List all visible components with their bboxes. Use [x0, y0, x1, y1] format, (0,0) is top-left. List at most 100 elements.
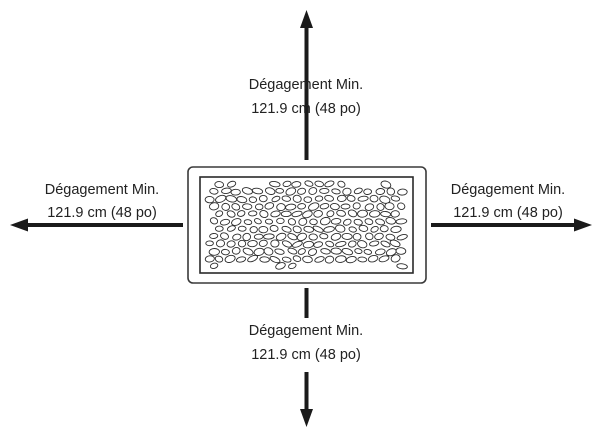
- stone: [270, 210, 281, 218]
- stone: [231, 203, 241, 211]
- stone: [335, 255, 347, 263]
- stone: [263, 233, 275, 240]
- stone: [364, 218, 374, 225]
- stone: [380, 240, 391, 248]
- arrow-left: [10, 218, 183, 232]
- stone: [302, 240, 315, 249]
- stone: [369, 194, 379, 203]
- stone: [248, 196, 258, 203]
- stone: [292, 240, 303, 248]
- stone: [380, 180, 392, 189]
- stone: [335, 224, 346, 233]
- stone: [379, 195, 391, 204]
- stone: [336, 209, 346, 217]
- stone: [390, 254, 401, 263]
- stone: [274, 248, 285, 255]
- stone: [324, 180, 335, 188]
- stone: [215, 194, 227, 203]
- stone: [226, 240, 236, 248]
- stone: [395, 218, 408, 225]
- stone: [247, 240, 258, 248]
- stone: [331, 188, 341, 195]
- stone: [340, 203, 351, 210]
- stone: [280, 210, 292, 218]
- fire-pit-stones: [204, 180, 408, 270]
- stone: [352, 202, 361, 210]
- stone: [312, 225, 324, 233]
- stone: [395, 247, 407, 255]
- stone: [248, 210, 258, 217]
- stone: [276, 217, 285, 225]
- stone: [357, 195, 369, 202]
- stone: [227, 180, 237, 188]
- stone: [285, 203, 297, 211]
- stone: [208, 248, 220, 256]
- stone: [237, 210, 246, 217]
- stone: [378, 255, 390, 263]
- stone: [231, 247, 241, 255]
- stone: [254, 203, 264, 211]
- stone: [341, 247, 354, 256]
- stone: [275, 262, 286, 270]
- stone: [363, 248, 372, 255]
- stone: [264, 218, 274, 225]
- stone: [226, 210, 236, 218]
- arrow-down: [300, 288, 313, 427]
- stone: [357, 209, 368, 218]
- stone: [251, 187, 264, 195]
- stone: [236, 196, 248, 204]
- stone: [303, 225, 315, 233]
- stone: [205, 240, 214, 247]
- stone: [241, 187, 253, 195]
- stone: [375, 248, 386, 256]
- stone: [225, 195, 238, 203]
- stone: [287, 233, 298, 241]
- stone: [242, 232, 252, 242]
- stone: [369, 240, 380, 247]
- stone: [390, 210, 400, 218]
- stone: [263, 247, 274, 256]
- stone: [307, 248, 318, 256]
- stone: [308, 233, 318, 241]
- stone: [379, 225, 389, 233]
- stone: [308, 187, 318, 195]
- stone: [269, 224, 279, 232]
- stone: [330, 232, 342, 241]
- clearance-bottom-value: 121.9 cm (48 po): [251, 347, 361, 363]
- stone: [396, 263, 408, 270]
- stone: [375, 218, 386, 226]
- stone: [292, 255, 302, 262]
- stone: [247, 254, 258, 263]
- arrow-up: [300, 10, 313, 160]
- stone: [221, 202, 231, 211]
- stone: [314, 256, 325, 263]
- stone: [214, 225, 224, 232]
- stone: [297, 248, 306, 255]
- stone: [288, 262, 297, 270]
- stone: [291, 210, 303, 218]
- stone: [270, 239, 280, 248]
- stone: [375, 188, 386, 195]
- clearance-right-title: Dégagement Min.: [451, 182, 565, 198]
- stone: [253, 233, 264, 240]
- stone: [369, 210, 381, 218]
- stone: [303, 196, 313, 203]
- stone: [346, 195, 356, 202]
- stone: [258, 225, 269, 234]
- clearance-bottom-title: Dégagement Min.: [249, 323, 363, 339]
- stone: [385, 217, 396, 225]
- stone: [209, 233, 219, 239]
- stone: [221, 187, 232, 194]
- clearance-left-title: Dégagement Min.: [45, 182, 159, 198]
- fire-pit: [187, 166, 427, 284]
- clearance-top-title: Dégagement Min.: [249, 77, 363, 93]
- stone: [215, 239, 226, 248]
- stone: [230, 188, 241, 196]
- stone: [292, 225, 302, 234]
- stone: [264, 202, 275, 210]
- stone: [214, 255, 224, 263]
- stone: [380, 211, 392, 218]
- stone: [302, 255, 313, 264]
- stone: [326, 210, 335, 218]
- stone: [324, 255, 335, 264]
